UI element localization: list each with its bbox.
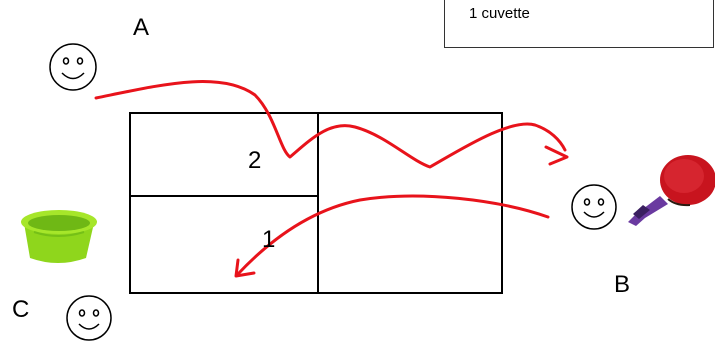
player-c-label: C <box>12 296 30 323</box>
player-c-smiley-icon <box>66 295 112 341</box>
trajectory-2-path <box>94 80 567 169</box>
table-tennis-paddle-icon <box>628 155 715 226</box>
legend-text: 1 cuvette <box>469 5 530 22</box>
shot-1-label: 1 <box>262 226 276 253</box>
trajectory-2 <box>94 80 569 169</box>
trajectory-1-path <box>236 194 550 276</box>
player-a-smiley-icon <box>49 43 97 91</box>
table-outline <box>129 112 503 294</box>
player-b-smiley-icon <box>571 184 617 230</box>
green-basin-icon <box>21 210 97 263</box>
trajectory-1-arrowhead <box>234 258 256 278</box>
trajectory-2-arrowhead <box>544 145 569 166</box>
legend-box: 1 cuvette <box>444 0 714 48</box>
player-a-label: A <box>133 14 150 41</box>
ping-pong-table <box>129 112 503 294</box>
trajectory-1 <box>234 194 550 278</box>
shot-2-label: 2 <box>248 147 262 174</box>
player-b-label: B <box>614 271 631 298</box>
